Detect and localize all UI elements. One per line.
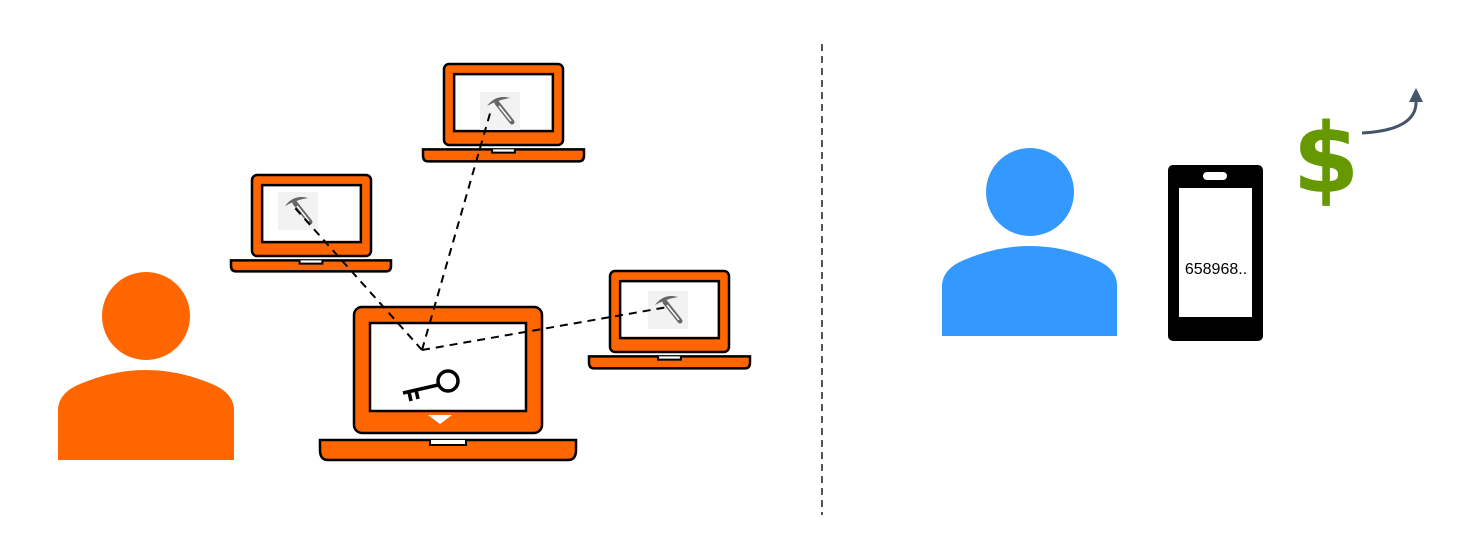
phone-code-text: 658968.. — [1185, 261, 1247, 278]
laptops — [229, 62, 752, 462]
key-icon — [402, 369, 460, 402]
miner-laptop-icon — [421, 62, 586, 163]
dollar-icon: $ — [1293, 103, 1360, 215]
pickaxe-icon — [648, 291, 688, 329]
miner-laptop-icon — [587, 269, 752, 370]
victim-person-icon — [942, 148, 1117, 336]
screen-notch — [428, 415, 452, 424]
arrow-up-icon — [1361, 88, 1423, 135]
connection-lines — [294, 109, 669, 351]
miner-laptop-icon — [229, 173, 393, 273]
pickaxe-icon — [480, 92, 520, 130]
phone-icon: 658968.. — [1168, 165, 1263, 341]
attacker-person-icon — [58, 272, 234, 460]
connection-line — [294, 207, 423, 351]
